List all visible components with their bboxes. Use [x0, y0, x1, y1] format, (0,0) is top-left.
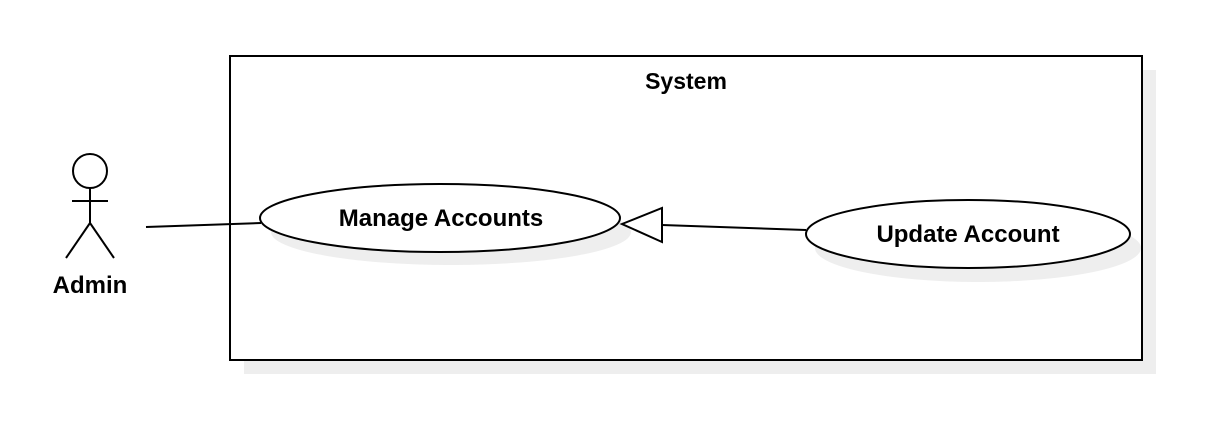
actor-head — [72, 153, 108, 189]
generalization-line[interactable] — [661, 224, 807, 231]
use-case-label: Update Account — [876, 221, 1059, 248]
use-case-ellipse — [259, 183, 621, 253]
actor-admin[interactable]: Admin — [53, 153, 128, 299]
actor-label: Admin — [53, 272, 128, 299]
use-case-manage-accounts[interactable]: Manage Accounts — [259, 183, 631, 265]
actor-right-leg — [89, 222, 115, 259]
generalization-arrowhead — [619, 206, 663, 244]
use-case-update-account[interactable]: Update Account — [805, 199, 1141, 282]
use-case-label: Manage Accounts — [339, 205, 543, 232]
actor-left-leg — [65, 222, 91, 259]
use-case-ellipse — [805, 199, 1131, 269]
association-line[interactable] — [145, 222, 262, 228]
system-title: System — [645, 68, 727, 94]
